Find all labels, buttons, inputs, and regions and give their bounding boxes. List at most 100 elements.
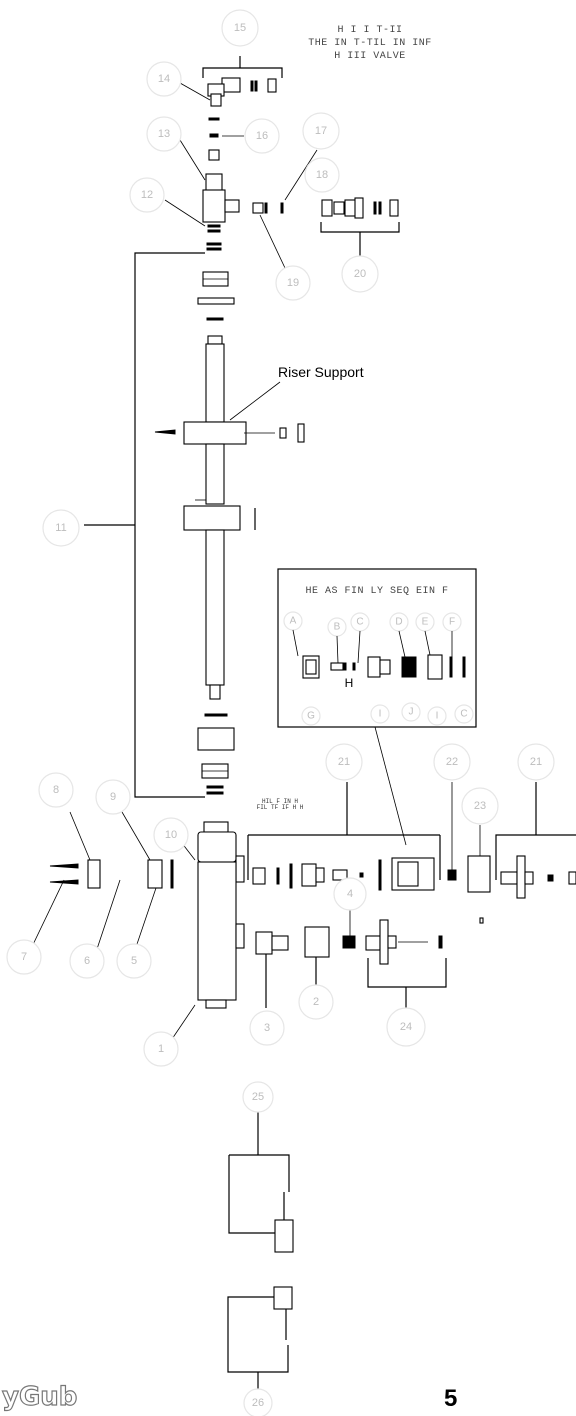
callout-18: 18 — [304, 157, 340, 193]
svg-text:12: 12 — [141, 189, 153, 201]
svg-text:4: 4 — [347, 888, 353, 900]
lower-body-assembly — [27, 811, 245, 1043]
svg-text:B: B — [334, 622, 341, 633]
logo: yGub — [2, 1382, 77, 1412]
detail-letter-I: I — [370, 704, 390, 724]
callout-5: 5 — [116, 943, 152, 979]
callout-1: 1 — [143, 1031, 179, 1067]
bracket-15 — [202, 67, 283, 78]
kit-title: H I I T-II THE IN T-TIL IN INF H III VAL… — [308, 25, 432, 62]
box-25 — [228, 1110, 294, 1253]
svg-text:E: E — [422, 617, 429, 628]
callout-13: 13 — [146, 116, 182, 152]
top-valve-assembly — [164, 56, 283, 251]
svg-text:D: D — [395, 617, 402, 628]
callout-6: 6 — [69, 943, 105, 979]
svg-text:15: 15 — [234, 22, 246, 34]
detail-letter-D: D — [389, 612, 409, 632]
svg-text:C: C — [460, 709, 467, 720]
svg-text:17: 17 — [315, 125, 327, 137]
kit-title-line3: H III VALVE — [334, 51, 406, 62]
svg-text:13: 13 — [158, 128, 170, 140]
cartridge-assembly — [247, 782, 576, 924]
callout-bubbles: 1 2 3 4 5 6 7 8 9 10 11 12 13 14 15 16 1… — [6, 9, 555, 1416]
kit-title-line1: H I I T-II — [337, 25, 402, 36]
svg-text:I: I — [379, 709, 382, 720]
svg-text:25: 25 — [252, 1091, 264, 1103]
svg-text:9: 9 — [110, 791, 116, 803]
callout-10: 10 — [153, 817, 189, 853]
detail-letter-G: G — [301, 706, 321, 726]
svg-text:5: 5 — [131, 955, 137, 967]
svg-text:21: 21 — [530, 756, 542, 768]
bracket-24 — [367, 958, 447, 988]
riser-support-label: Riser Support — [278, 364, 364, 380]
callout-25: 25 — [242, 1081, 274, 1113]
callout-20: 20 — [341, 255, 379, 293]
detail-letter-A: A — [283, 611, 303, 631]
svg-text:22: 22 — [446, 756, 458, 768]
callout-9: 9 — [95, 779, 131, 815]
svg-text:21: 21 — [338, 756, 350, 768]
svg-text:C: C — [356, 617, 363, 628]
detail-box-title: HE AS FIN LY SEQ EIN F — [305, 586, 448, 597]
svg-text:24: 24 — [400, 1021, 412, 1033]
svg-text:A: A — [290, 616, 297, 627]
riser-assembly: Riser Support — [154, 271, 364, 795]
elbow-fitting — [221, 77, 241, 93]
callout-17: 17 — [302, 112, 340, 150]
callout-21-right: 21 — [517, 743, 555, 781]
small-note-line1: HIL F IN H — [262, 798, 298, 805]
side-branch-assembly — [252, 149, 400, 269]
detail-letter-circles: A B C D E F G I J I C — [283, 611, 474, 726]
callout-8: 8 — [38, 772, 74, 808]
callout-2: 2 — [298, 984, 334, 1020]
callout-14: 14 — [146, 61, 182, 97]
bracket-20 — [320, 222, 400, 233]
detail-letter-F: F — [442, 612, 462, 632]
svg-text:7: 7 — [21, 951, 27, 963]
riser-support-tee — [183, 421, 247, 445]
bracket-21-right — [495, 834, 576, 880]
callout-19: 19 — [275, 265, 311, 301]
callout-11: 11 — [42, 509, 80, 547]
callout-26: 26 — [243, 1388, 273, 1416]
callout-4: 4 — [333, 877, 367, 911]
oring-16 — [209, 133, 219, 138]
svg-text:6: 6 — [84, 955, 90, 967]
svg-text:11: 11 — [55, 522, 66, 534]
detail-letter-C2: C — [454, 704, 474, 724]
small-note-line2: FIL TF IF H H — [257, 804, 304, 811]
svg-text:J: J — [409, 707, 414, 718]
svg-text:16: 16 — [256, 130, 268, 142]
svg-text:2: 2 — [313, 996, 319, 1008]
svg-text:20: 20 — [354, 268, 366, 280]
svg-text:10: 10 — [165, 829, 177, 841]
svg-text:3: 3 — [264, 1022, 270, 1034]
tee-body-13 — [202, 189, 226, 223]
svg-text:26: 26 — [252, 1397, 264, 1409]
callout-7: 7 — [6, 939, 42, 975]
detail-box: HE AS FIN LY SEQ EIN F H — [277, 568, 477, 846]
detail-letter-C: C — [350, 612, 370, 632]
box-26 — [227, 1286, 293, 1390]
callout-22: 22 — [433, 743, 471, 781]
valve-body-1 — [197, 831, 237, 863]
svg-text:14: 14 — [158, 73, 170, 85]
detail-letter-E: E — [415, 612, 435, 632]
callout-21: 21 — [325, 743, 363, 781]
callout-24: 24 — [386, 1007, 426, 1047]
svg-text:23: 23 — [474, 800, 486, 812]
detail-letter-B: B — [327, 617, 347, 637]
callout-12: 12 — [129, 177, 165, 213]
callout-15: 15 — [221, 9, 259, 47]
svg-text:19: 19 — [287, 277, 299, 289]
detail-letter-I2: I — [427, 706, 447, 726]
svg-text:1: 1 — [158, 1043, 164, 1055]
detail-letter-J: J — [401, 702, 421, 722]
svg-text:I: I — [436, 711, 439, 722]
svg-text:8: 8 — [53, 784, 59, 796]
svg-text:G: G — [307, 711, 315, 722]
kit-title-line2: THE IN T-TIL IN INF — [308, 38, 432, 49]
